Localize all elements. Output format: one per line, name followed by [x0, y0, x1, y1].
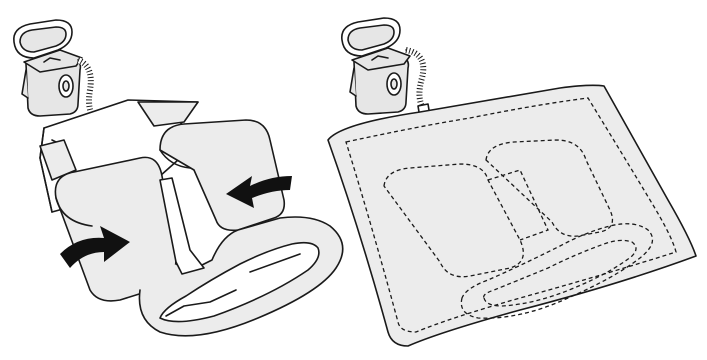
left-panel: [14, 20, 343, 336]
inflator-device-icon: [342, 18, 430, 128]
pad-flat-dashed-outline-icon: [328, 85, 696, 346]
pad-rolled-icon: [40, 100, 343, 336]
right-panel: [328, 18, 696, 346]
